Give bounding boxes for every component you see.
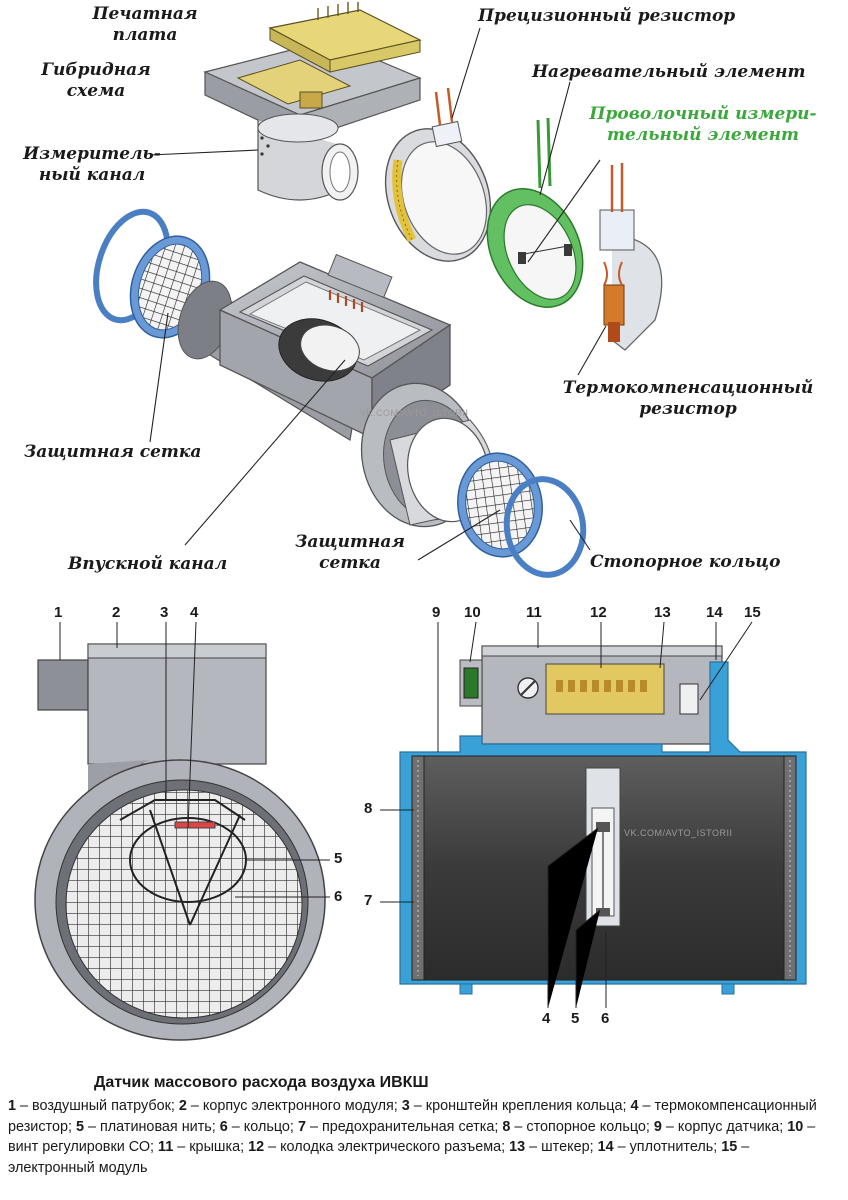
num-5-left: 5 [334,850,343,867]
electronic-module [203,2,422,201]
num-1: 1 [54,604,63,621]
legend-text-4: – термокомпенсационный резистор; [8,1098,817,1135]
label-pcb-line-2: плата [112,25,178,45]
label-thermo-line-2: резистор [639,399,737,419]
num-3: 3 [160,604,169,621]
label-wire-line-1: Проволочный измери- [589,104,817,124]
label-wire-element: Проволочный измери- тельный элемент [572,104,834,146]
legend-key-3: 3 [401,1098,410,1114]
legend-key-1: 1 [8,1098,17,1114]
legend-text-7: – предохранительная сетка; [305,1118,503,1135]
legend-key-2: 2 [178,1098,187,1114]
legend-key-5: 5 [75,1118,84,1135]
sensor-housing [177,253,494,528]
thermo-resistor-bracket [599,163,663,351]
label-thermo-line-1: Термокомпенсационный [562,378,814,398]
num-2: 2 [112,604,121,621]
num-9: 9 [432,604,441,621]
legend-text-11: – крышка; [173,1139,249,1155]
label-intake-channel: Впускной канал [68,554,228,574]
caption-legend: 1 – воздушный патрубок; 2 – корпус элект… [8,1096,840,1178]
label-hybrid-line-2: схема [66,81,126,101]
label-meas-line-2: ный канал [38,165,146,185]
label-precision-resistor: Прецизионный резистор [478,6,736,26]
watermark-bottom: VK.COM/AVTO_ISTORII [624,828,733,838]
legend-text-2: – корпус электронного модуля; [186,1098,402,1114]
section-view [380,621,807,1008]
label-mesh-right-line-2: сетка [319,553,381,573]
legend-text-13: – штекер; [525,1139,598,1155]
label-hybrid-line-1: Гибридная [41,60,151,80]
legend-key-6: 6 [219,1118,228,1135]
right-protective-mesh [457,452,543,558]
legend-key-7: 7 [297,1118,306,1135]
legend-key-13: 13 [509,1139,526,1155]
legend-text-3: – кронштейн крепления кольца; [409,1098,631,1114]
legend-text-15: – электронный модуль [8,1139,750,1176]
label-pcb-line-1: Печатная [92,4,198,24]
label-meas-line-1: Измеритель- [23,144,161,164]
label-heating-element: Нагревательный элемент [532,62,806,82]
legend-key-15: 15 [721,1139,738,1155]
num-8: 8 [364,800,373,817]
num-5-right: 5 [571,1010,580,1027]
legend-text-6: – кольцо; [227,1118,298,1135]
label-lock-ring: Стопорное кольцо [590,552,781,572]
right-lock-ring [503,476,587,578]
legend-text-8: – стопорное кольцо; [510,1118,654,1135]
num-10: 10 [464,604,481,621]
label-mesh-right-line-1: Защитная [295,532,405,552]
num-15: 15 [744,604,761,621]
legend-key-10: 10 [787,1118,804,1135]
num-14: 14 [706,604,723,621]
legend-key-12: 12 [248,1139,265,1155]
legend-text-5: – платиновая нить; [83,1118,220,1135]
label-pcb: Печатная плата [80,4,210,46]
num-13: 13 [654,604,671,621]
end-view [34,621,330,1041]
legend-text-10: – винт регулировки СО; [8,1118,816,1156]
legend-text-14: – уплотнитель; [613,1139,722,1155]
diagram-svg [93,2,663,578]
num-6-left: 6 [334,888,343,905]
legend-text-9: – корпус датчика; [661,1118,788,1135]
num-12: 12 [590,604,607,621]
bottom-diagrams-svg [34,621,807,1041]
figure-caption: Датчик массового расхода воздуха ИВКШ 1 … [8,1074,840,1178]
num-6-right: 6 [601,1010,610,1027]
top-leader-lines [149,27,607,561]
watermark-top: VK.COM/AVTO_ISTORII [360,408,469,418]
num-4-left: 4 [190,604,199,621]
label-hybrid: Гибридная схема [26,60,166,102]
legend-key-4: 4 [630,1098,639,1114]
legend-key-14: 14 [597,1139,614,1155]
legend-key-8: 8 [502,1118,511,1135]
num-4-right: 4 [542,1010,551,1027]
label-measurement-channel: Измеритель- ный канал [12,144,172,186]
label-wire-line-2: тельный элемент [606,125,799,145]
legend-key-11: 11 [158,1139,174,1155]
legend-text-1: – воздушный патрубок; [16,1098,179,1114]
legend-key-9: 9 [653,1118,662,1135]
num-7: 7 [364,892,373,909]
wire-element-ring [486,117,584,308]
num-11: 11 [526,604,542,621]
precision-resistor-ring [384,87,492,262]
label-thermo-resistor: Термокомпенсационный резистор [548,378,828,420]
label-mesh-right: Защитная сетка [280,532,420,574]
legend-text-12: – колодка электрического разъема; [264,1139,510,1155]
label-mesh-left: Защитная сетка [24,442,202,462]
caption-title: Датчик массового расхода воздуха ИВКШ [94,1074,429,1091]
